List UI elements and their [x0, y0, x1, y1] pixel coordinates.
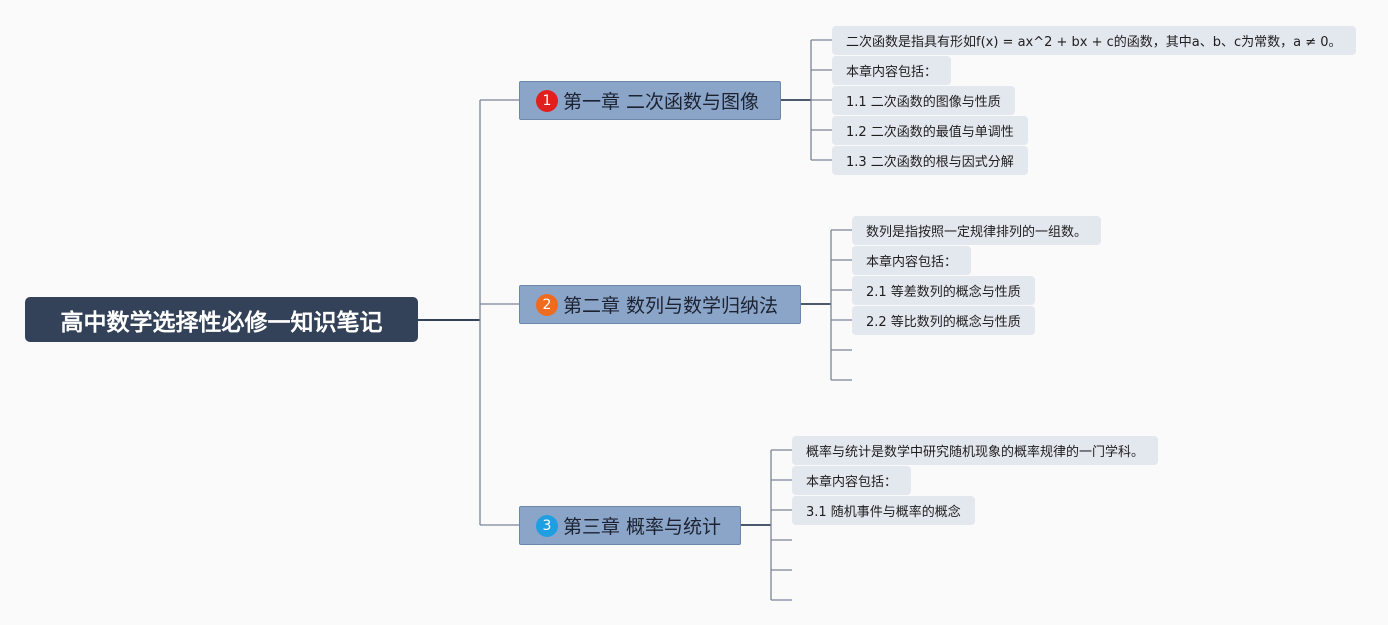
number-1-icon: 1 — [536, 89, 558, 112]
chapter-1-item-3[interactable]: 1.1 二次函数的图像与性质 — [832, 86, 1015, 115]
chapter-2-node[interactable]: 2 第二章 数列与数学归纳法 — [519, 285, 801, 324]
chapter-1-item-2[interactable]: 本章内容包括： — [832, 56, 952, 85]
root-topic[interactable]: 高中数学选择性必修一知识笔记 — [25, 297, 418, 342]
chapter-2-item-3[interactable]: 2.1 等差数列的概念与性质 — [852, 276, 1035, 305]
chapter-3-node[interactable]: 3 第三章 概率与统计 — [519, 506, 741, 545]
chapter-3-title: 第三章 概率与统计 — [563, 516, 722, 538]
chapter-2-item-4[interactable]: 2.2 等比数列的概念与性质 — [852, 306, 1035, 335]
chapter-1-item-5[interactable]: 1.3 二次函数的根与因式分解 — [832, 146, 1028, 175]
chapter-1-title: 第一章 二次函数与图像 — [563, 91, 760, 113]
chapter-1-item-1[interactable]: 二次函数是指具有形如f(x) = ax^2 + bx + c的函数，其中a、b、… — [832, 26, 1356, 55]
chapter-2-item-1[interactable]: 数列是指按照一定规律排列的一组数。 — [852, 216, 1102, 245]
chapter-1-item-4[interactable]: 1.2 二次函数的最值与单调性 — [832, 116, 1028, 145]
chapter-3-item-1[interactable]: 概率与统计是数学中研究随机现象的概率规律的一门学科。 — [792, 436, 1159, 465]
chapter-2-item-2[interactable]: 本章内容包括： — [852, 246, 972, 275]
chapter-3-item-3[interactable]: 3.1 随机事件与概率的概念 — [792, 496, 975, 525]
chapter-1-node[interactable]: 1 第一章 二次函数与图像 — [519, 81, 781, 120]
chapter-2-title: 第二章 数列与数学归纳法 — [563, 295, 779, 317]
root-title: 高中数学选择性必修一知识笔记 — [60, 309, 383, 336]
chapter-3-item-2[interactable]: 本章内容包括： — [792, 466, 912, 495]
number-2-icon: 2 — [536, 293, 558, 316]
number-3-icon: 3 — [536, 514, 558, 537]
